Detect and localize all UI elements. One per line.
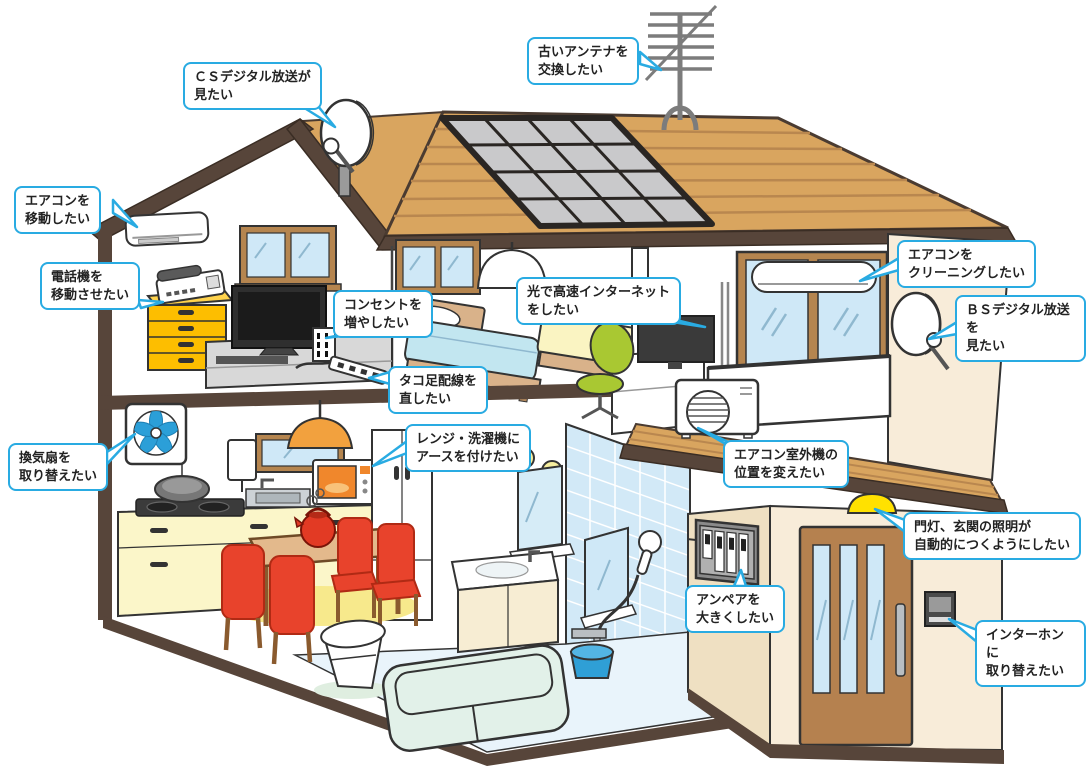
- shower-mirror: [579, 526, 638, 629]
- left-wall-post: [98, 228, 112, 620]
- porch-light: [846, 492, 898, 514]
- ventilation-fan: [124, 402, 188, 492]
- pendant-lamp: [286, 400, 354, 449]
- cs-satellite-dish: [319, 98, 375, 197]
- vanity-mirror: [517, 464, 563, 552]
- front-door: [798, 525, 914, 747]
- breaker-panel: [688, 518, 760, 586]
- outdoor-ac-unit: [674, 378, 760, 439]
- doorbell-intercom: [924, 591, 956, 627]
- main-roof: [375, 110, 1018, 251]
- office-chair-green: [576, 321, 635, 420]
- shower-head: [596, 530, 662, 635]
- toilet: [314, 619, 390, 699]
- entrance-base: [688, 688, 1004, 764]
- television: [231, 285, 327, 356]
- callout-outlet-increase: コンセントを 増やしたい: [333, 290, 434, 339]
- callout-earth-wire: レンジ・洗濯機に アースを付けたい: [405, 424, 532, 473]
- dining-chairs: [221, 517, 422, 665]
- left-room-window: [234, 225, 342, 292]
- callout-aircon-cleaning: エアコンを クリーニングしたい: [897, 240, 1037, 289]
- solar-panels: [439, 115, 715, 229]
- washstand: [450, 447, 576, 654]
- callout-phone-move: 電話機を 移動させたい: [40, 262, 141, 311]
- bathtub: [382, 644, 570, 752]
- bedroom-window: [395, 239, 481, 295]
- callout-octopus-wiring: タコ足配線を 直したい: [388, 366, 489, 415]
- wall-outlet: [312, 327, 336, 362]
- paper-towel-holder: [227, 439, 257, 492]
- callout-cs-digital: ＣＳデジタル放送が 見たい: [183, 62, 322, 111]
- wall-air-conditioner: [124, 211, 210, 247]
- tea-kettle: [293, 488, 336, 548]
- callout-outdoor-unit: エアコン室外機の 位置を変えたい: [723, 440, 850, 489]
- callout-tail-aircon-move: [111, 198, 139, 229]
- door-handle: [895, 603, 906, 677]
- callout-bs-digital: ＢＳデジタル放送を 見たい: [955, 295, 1086, 362]
- callout-tail-old-antenna: [638, 50, 663, 72]
- callout-aircon-move: エアコンを 移動したい: [14, 186, 102, 235]
- callout-old-antenna: 古いアンテナを 交換したい: [527, 37, 640, 86]
- callout-entrance-light: 門灯、玄関の照明が 自動的につくようにしたい: [903, 512, 1082, 561]
- callout-ventilation-fan: 換気扇を 取り替えたい: [8, 443, 109, 492]
- wok: [154, 475, 210, 503]
- floor-base-edge: [103, 616, 902, 766]
- kitchen-sink: [245, 478, 311, 508]
- second-floor-slab: [100, 382, 648, 410]
- callout-ampere: アンペアを 大きくしたい: [685, 585, 786, 634]
- callout-intercom: インターホンに 取り替えたい: [975, 620, 1086, 687]
- microwave-oven: [312, 459, 376, 505]
- indoor-air-conditioner: [751, 261, 877, 293]
- bath-bucket: [569, 643, 615, 679]
- telephone-fax: [155, 264, 226, 305]
- callout-fiber-internet: 光で高速インターネット をしたい: [516, 277, 682, 326]
